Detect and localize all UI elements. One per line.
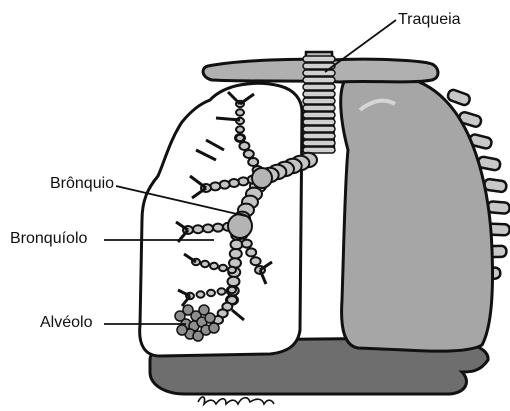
bronchiole-label: Bronquíolo (10, 231, 87, 247)
bronchus-segment (193, 225, 203, 233)
trachea-ring (303, 56, 335, 62)
bronchus-segment (228, 267, 236, 273)
rib (484, 179, 507, 193)
bronchus-segment (242, 240, 252, 248)
trachea-ring (303, 77, 335, 83)
trachea-ring (303, 84, 335, 90)
alveolus (177, 325, 187, 335)
rib (487, 201, 510, 214)
bronchus-segment (213, 224, 223, 232)
bronchiole-twig (216, 118, 240, 120)
bronchus-segment (246, 248, 256, 256)
bronchus-segment (207, 290, 215, 296)
alveolus (209, 323, 219, 333)
bronchus-segment (236, 109, 244, 115)
alveolus (205, 313, 215, 323)
bronchus-segment (210, 263, 218, 269)
bronchus-segment (231, 240, 243, 250)
trachea-ring (303, 112, 335, 118)
bronchus-segment (228, 287, 236, 293)
bronchus-segment (203, 224, 213, 232)
trachea-ring (303, 70, 335, 76)
bronchus-junction (252, 168, 272, 188)
trachea-ring (303, 140, 335, 146)
bronchus-segment (228, 277, 240, 287)
bronchus-segment (239, 142, 249, 150)
trachea-ring (303, 119, 335, 125)
trachea-ring (303, 133, 335, 139)
bronchus-segment (230, 249, 242, 259)
trachea-ring (303, 91, 335, 97)
bronchus-segment (197, 291, 205, 297)
trachea-ring (303, 105, 335, 111)
bronchus-segment (236, 135, 244, 141)
bronchus-segment (244, 150, 254, 158)
bronchus-segment (201, 261, 209, 267)
trachea-ring (303, 126, 335, 132)
artist-signature (198, 397, 274, 404)
trachea-ring (303, 98, 335, 104)
bronchus-segment (218, 288, 226, 294)
bronchus-label: Brônquio (50, 176, 114, 192)
bronchus-segment (248, 158, 258, 166)
alveolus-label: Alvéolo (40, 315, 92, 331)
bronchus-junction (228, 214, 252, 238)
bronchus-segment (251, 257, 261, 265)
bronchus-segment (236, 126, 244, 132)
trachea-label: Traqueia (398, 12, 461, 28)
bronchus-segment (219, 265, 227, 271)
